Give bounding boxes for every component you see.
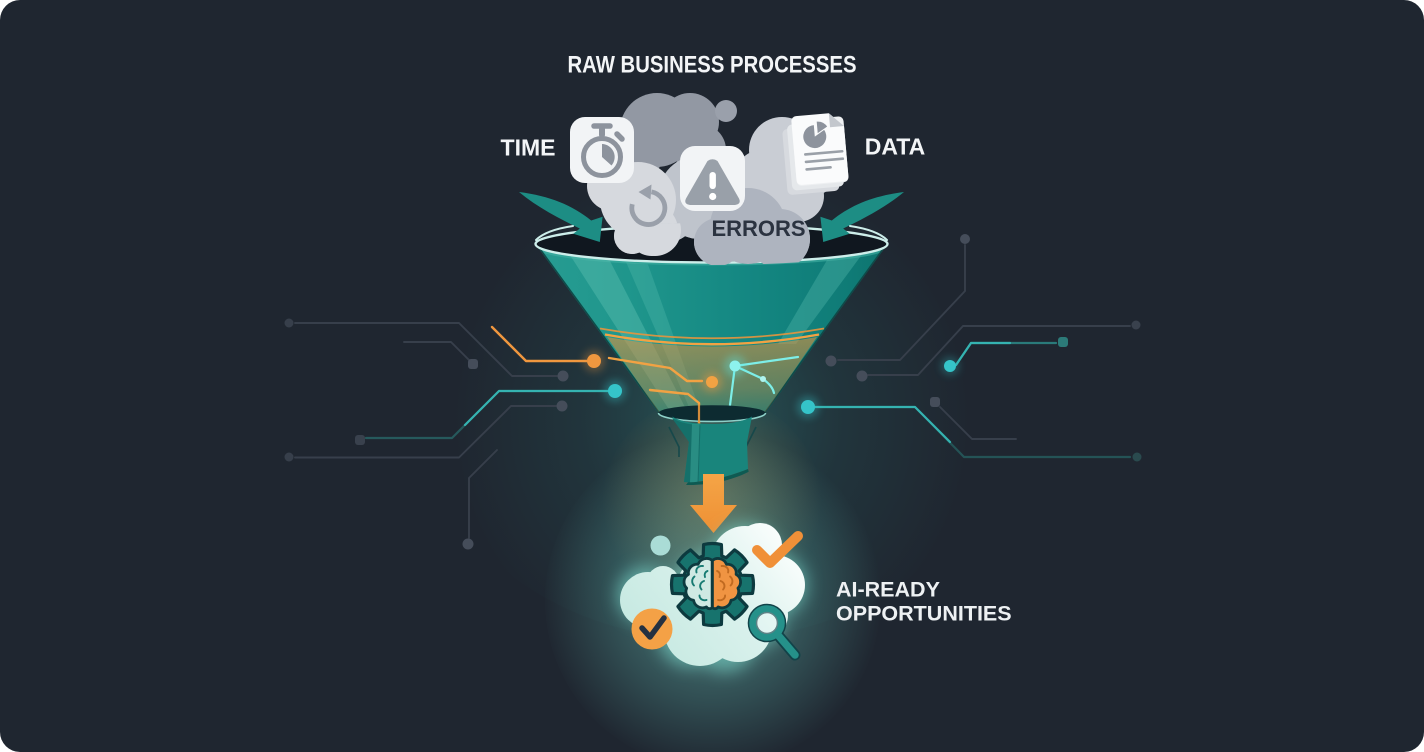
svg-text:ERRORS: ERRORS (711, 216, 805, 241)
svg-text:AI-READY: AI-READY (836, 578, 940, 602)
svg-text:DATA: DATA (865, 134, 925, 160)
svg-text:TIME: TIME (501, 135, 556, 161)
svg-text:RAW BUSINESS PROCESSES: RAW BUSINESS PROCESSES (568, 52, 857, 79)
svg-text:OPPORTUNITIES: OPPORTUNITIES (836, 602, 1012, 626)
